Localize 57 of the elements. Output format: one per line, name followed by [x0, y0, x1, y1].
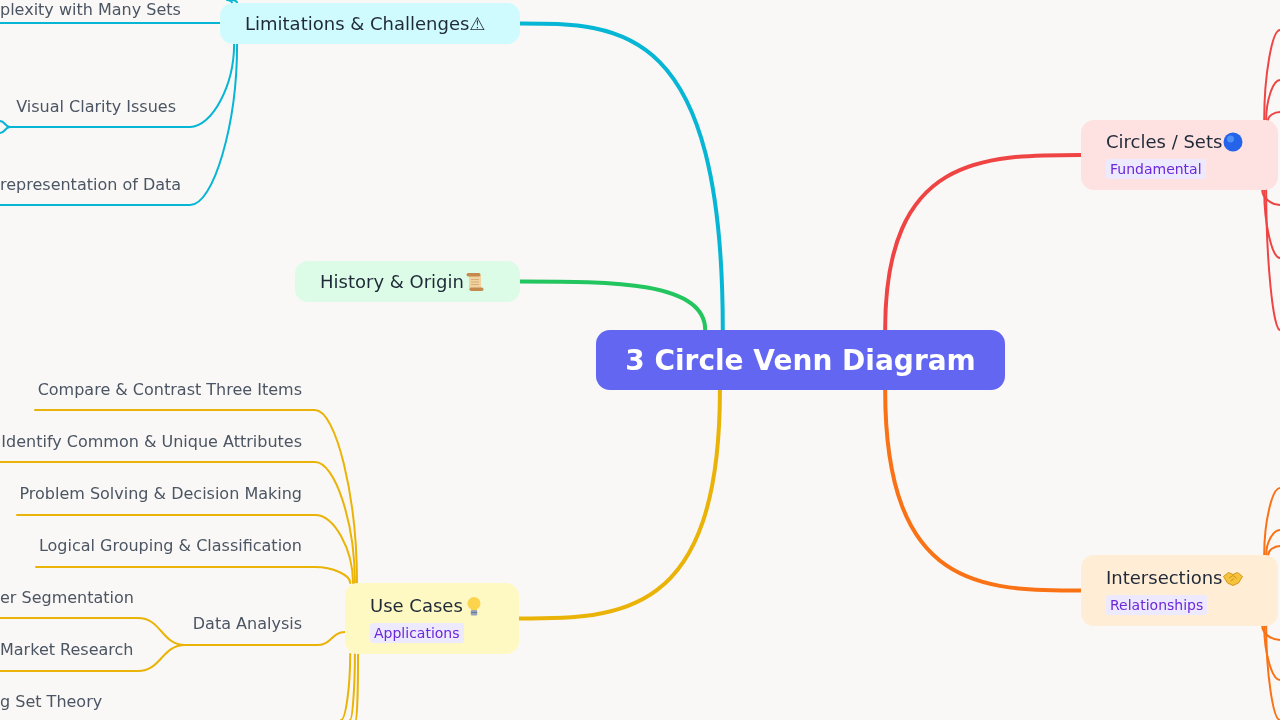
connector-line [0, 126, 11, 134]
topic-node [1081, 555, 1278, 626]
connector-line [184, 631, 346, 646]
connector-line [1265, 625, 1280, 720]
connector-line [1267, 545, 1280, 556]
category-tag: Applications [370, 622, 464, 643]
connector-line [1263, 625, 1280, 681]
connector-line [1265, 189, 1280, 331]
connector-line [0, 43, 239, 206]
connector-line [0, 461, 356, 584]
connector-line [518, 279, 708, 332]
connector-line [1265, 529, 1280, 556]
connector-line [34, 409, 358, 584]
topic-text: plexity with Many Sets [0, 0, 180, 23]
connector-line [518, 21, 725, 332]
connector-line [0, 120, 11, 128]
connector-line [883, 388, 1083, 593]
connector-line [883, 153, 1083, 332]
topic-text: Compare & Contrast Three Items [35, 380, 305, 410]
topic-text: Market Research [0, 640, 130, 671]
connector-line [16, 514, 354, 584]
category-tag: Fundamental [1106, 159, 1206, 179]
connector-line [0, 644, 186, 672]
connector-line [1263, 189, 1280, 259]
connector-line [1261, 189, 1280, 206]
topic-title: Use Cases [370, 594, 463, 617]
topic-text: Identify Common & Unique Attributes [0, 432, 305, 462]
central-topic: 3 Circle Venn Diagram [596, 330, 1005, 390]
connector-line [9, 43, 236, 128]
connector-line [355, 653, 360, 720]
topic-text: representation of Data [0, 175, 179, 205]
connector-line [349, 653, 356, 720]
connector-line [1261, 625, 1280, 641]
connector-line [1267, 111, 1280, 121]
topic-text: g Set Theory [0, 692, 101, 718]
topic-text: Data Analysis [185, 614, 305, 645]
connector-line [1263, 29, 1280, 121]
topic-node [295, 261, 520, 302]
topic-node [220, 3, 520, 44]
connector-line [517, 388, 722, 621]
connector-line [35, 566, 352, 584]
connector-line [0, 22, 221, 25]
connector-line [1265, 79, 1280, 121]
topic-node [1081, 120, 1278, 190]
connector-line [226, 0, 233, 4]
connector-line [231, 0, 239, 4]
topic-text: Logical Grouping & Classification [36, 536, 305, 567]
topic-title: Intersections [1106, 566, 1223, 589]
topic-node [345, 583, 519, 654]
topic-text: Problem Solving & Decision Making [17, 484, 305, 515]
topic-text: Visual Clarity Issues [10, 97, 179, 127]
category-tag: Relationships [1106, 594, 1208, 615]
topic-title: Circles / Sets [1106, 131, 1223, 153]
topic-title: History & Origin [320, 270, 464, 293]
connector-line [1263, 487, 1280, 556]
connector-line [340, 653, 352, 720]
topic-title: Limitations & Challenges⚠ [245, 12, 486, 35]
